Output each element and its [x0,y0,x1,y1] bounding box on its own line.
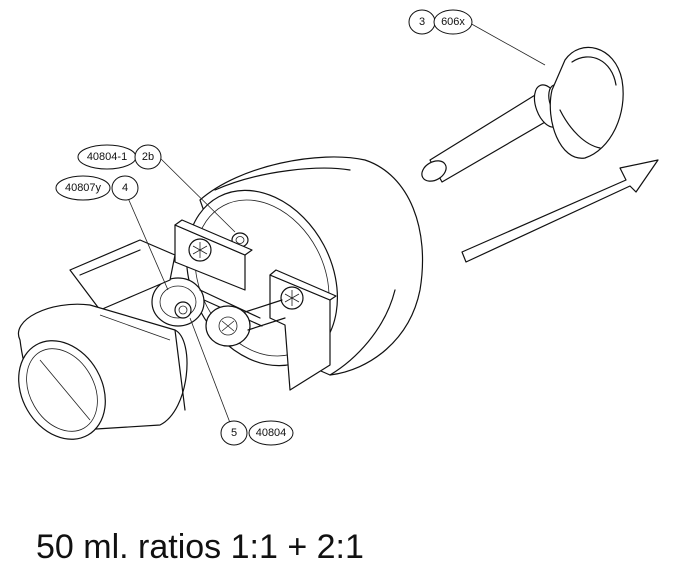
callout-4-num: 4 [122,182,128,194]
bracket-left [174,219,253,291]
plunger-part [421,46,624,183]
callout-2b-num: 2b [142,151,154,163]
callout-5-num: 5 [231,427,237,439]
gear-part [151,277,263,327]
callout-5-40804: 5 40804 [220,420,294,446]
roller-part [205,299,286,347]
nozzle-housing [17,239,188,440]
callout-2b-code: 40804-1 [87,151,127,163]
callout-4-40807y: 40807y 4 [55,175,139,201]
callout-5-code: 40804 [256,427,287,439]
callout-4-code: 40807y [65,182,102,194]
callout-3-606x: 3 606x [408,9,473,35]
callout-3-num: 3 [419,16,425,28]
callout-2b-40804-1: 40804-1 2b [77,144,162,170]
callout-3-code: 606x [441,16,465,28]
leader-lines [127,21,546,429]
diagram-caption: 50 ml. ratios 1:1 + 2:1 [36,528,364,566]
bracket-right [269,269,337,391]
direction-arrow [461,159,659,263]
